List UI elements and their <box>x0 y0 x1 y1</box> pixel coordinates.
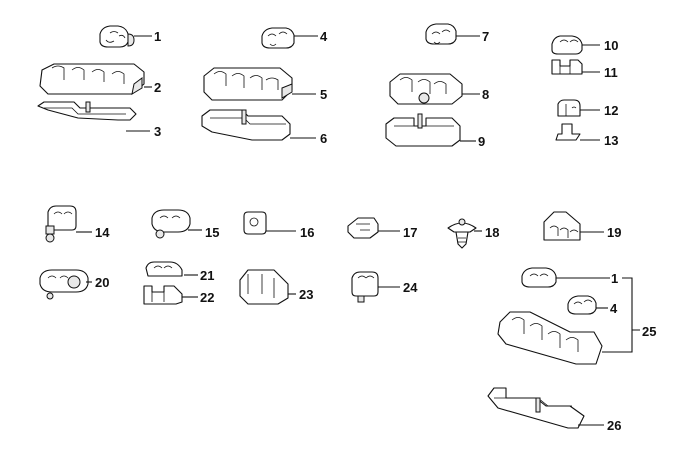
part-5-multi-clip <box>203 67 293 101</box>
callout-4: 4 <box>320 29 328 44</box>
part-3-base-plate <box>37 101 137 121</box>
callout-21: 21 <box>200 268 214 283</box>
part-18-push-retainer <box>447 218 477 249</box>
callout-3: 3 <box>154 124 161 139</box>
part-24-clip <box>351 271 379 303</box>
callout-15: 15 <box>205 225 219 240</box>
callout-25-sub4: 4 <box>610 301 618 316</box>
callout-9: 9 <box>478 134 485 149</box>
part-8-multi-clip <box>389 73 463 105</box>
callout-10: 10 <box>604 38 618 53</box>
part-20-double-clip <box>39 269 89 300</box>
part-22-clip-base <box>143 285 183 305</box>
callout-18: 18 <box>485 225 499 240</box>
part-23-sleeve <box>239 269 289 305</box>
part-2-multi-clip <box>39 63 145 96</box>
part-4-clip <box>261 27 295 49</box>
callout-6: 6 <box>320 131 327 146</box>
callout-11: 11 <box>604 65 618 80</box>
part-15-clip <box>151 209 191 239</box>
callout-17: 17 <box>403 225 417 240</box>
part-16-block-clip <box>243 211 267 235</box>
part-13-t-clip <box>555 123 581 141</box>
part-26-base-plate <box>487 387 585 429</box>
callout-20: 20 <box>95 275 109 290</box>
part-19-multi-clip <box>543 211 581 241</box>
part-12-clip <box>557 99 581 117</box>
part-7-clip <box>425 23 457 45</box>
callout-7: 7 <box>482 29 489 44</box>
callout-16: 16 <box>300 225 314 240</box>
callout-25-sub1: 1 <box>611 271 618 286</box>
callout-25: 25 <box>642 324 656 339</box>
callout-19: 19 <box>607 225 621 240</box>
part-1-clip <box>99 25 135 48</box>
callout-5: 5 <box>320 87 327 102</box>
callout-14: 14 <box>95 225 110 240</box>
callout-13: 13 <box>604 133 618 148</box>
part-25-assembly <box>497 267 603 365</box>
callout-24: 24 <box>403 280 418 295</box>
callout-1: 1 <box>154 29 161 44</box>
bracket-25 <box>602 277 640 353</box>
part-17-spring-clip <box>347 217 379 239</box>
callout-8: 8 <box>482 87 489 102</box>
callout-22: 22 <box>200 290 214 305</box>
callout-26: 26 <box>607 418 621 433</box>
part-9-base-plate <box>385 113 461 147</box>
callout-23: 23 <box>299 287 313 302</box>
callout-2: 2 <box>154 80 161 95</box>
part-21-clip-top <box>145 261 183 277</box>
part-10-clip <box>551 35 583 55</box>
part-14-retainer <box>45 205 77 243</box>
part-11-clip-base <box>551 59 583 75</box>
callout-12: 12 <box>604 103 618 118</box>
part-6-base-plate <box>201 109 291 141</box>
